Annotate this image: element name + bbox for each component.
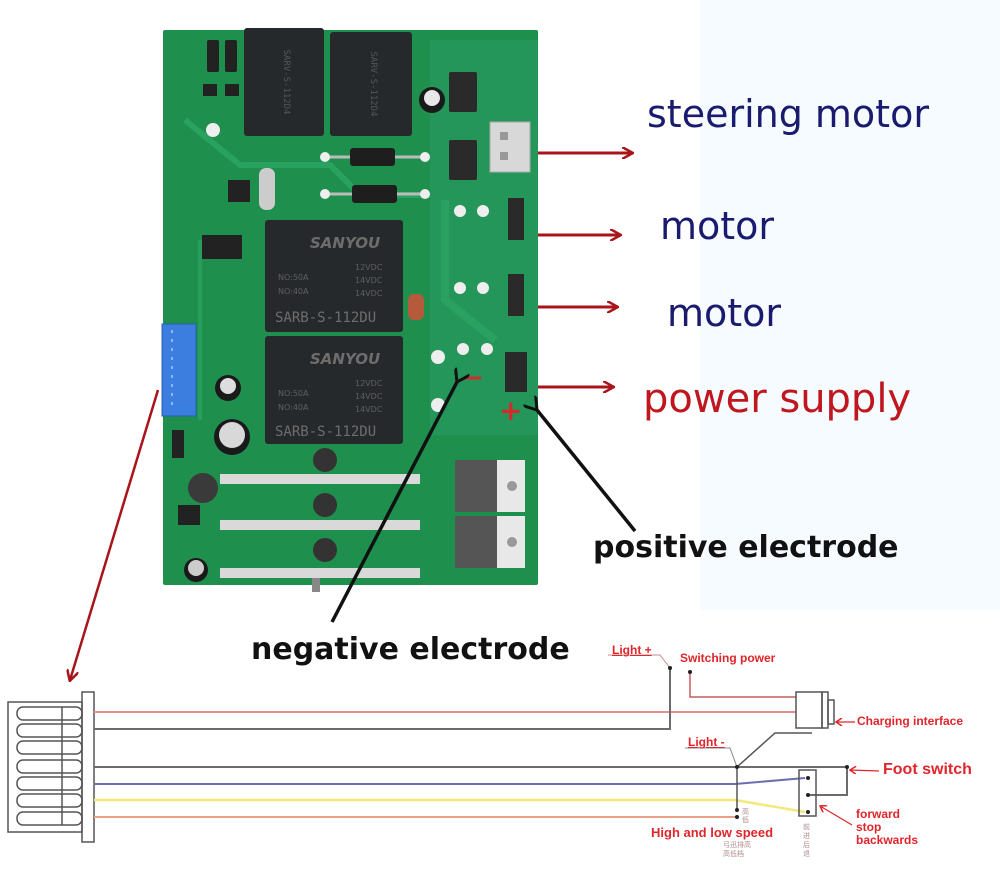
arrow-connector-to-harness xyxy=(70,389,160,680)
label-negative-electrode: negative electrode xyxy=(251,632,570,667)
wire-label-foot-switch: Foot switch xyxy=(883,761,972,778)
large-relay-2-voltage-1: 12VDC xyxy=(355,379,383,388)
large-relay-2: SANYOU NO:50A NO:40A 12VDC 14VDC 14VDC S… xyxy=(265,336,403,444)
background-tint xyxy=(700,0,1000,610)
large-relay-1-voltage-2: 14VDC xyxy=(355,276,383,285)
large-relay-2-voltage-2: 14VDC xyxy=(355,392,383,401)
negative-mark: − xyxy=(462,363,484,393)
large-relay-2-contact-1: NO:50A xyxy=(278,389,309,398)
small-relay-2: SARV-S-112D4 xyxy=(330,32,412,136)
label-motor-2: motor xyxy=(667,291,782,335)
small-relay-1: SARV-S-112D4 xyxy=(244,28,324,136)
wire-label-backwards: backwards xyxy=(856,833,919,847)
smd-components xyxy=(202,40,477,259)
large-relay-1-model: SARB-S-112DU xyxy=(275,310,376,326)
large-relay-1-contact-1: NO:50A xyxy=(278,273,309,282)
arrow-positive-electrode xyxy=(537,410,637,533)
small-relay-1-model: SARV-S-112D4 xyxy=(281,49,291,114)
cn-label-speed-sub: 弓迅排高 高低档 xyxy=(723,841,751,858)
large-relay-1-voltage-3: 14VDC xyxy=(355,289,383,298)
wire-label-charging-interface: Charging interface xyxy=(857,714,964,728)
large-relay-1: SANYOU NO:50A NO:40A 12VDC 14VDC 14VDC S… xyxy=(265,220,403,332)
large-relay-1-brand: SANYOU xyxy=(310,234,380,252)
motor-terminals xyxy=(431,198,527,412)
wires xyxy=(94,654,880,826)
cn-label-direction-pin: 前进后退 xyxy=(803,823,810,858)
large-relay-1-contact-2: NO:40A xyxy=(278,287,309,296)
label-power-supply: power supply xyxy=(643,376,912,422)
film-capacitor xyxy=(408,294,424,320)
left-components xyxy=(172,375,250,582)
steering-motor-connector xyxy=(489,121,531,173)
positive-mark: + xyxy=(499,394,522,427)
wire-label-high-low-speed: High and low speed xyxy=(651,825,774,840)
label-steering-motor: steering motor xyxy=(647,92,929,136)
harness-connector xyxy=(7,691,95,843)
wire-label-forward: forward xyxy=(856,807,901,821)
large-relay-2-voltage-3: 14VDC xyxy=(355,405,383,414)
wire-label-stop: stop xyxy=(856,820,882,834)
label-motor-1: motor xyxy=(660,204,775,248)
mosfets xyxy=(455,460,525,568)
label-positive-electrode: positive electrode xyxy=(593,530,899,565)
wire-junction-dots xyxy=(668,666,849,819)
diodes xyxy=(320,148,430,203)
heatsink-bars xyxy=(220,448,420,592)
wire-label-light-minus: Light - xyxy=(688,735,725,749)
large-relay-2-contact-2: NO:40A xyxy=(278,403,309,412)
wire-label-light-plus: Light + xyxy=(612,643,652,657)
cn-label-speed-pin: 高低 xyxy=(742,808,749,824)
wire-label-switching-power: Switching power xyxy=(680,651,776,665)
arrow-negative-electrode xyxy=(330,382,457,623)
large-relay-2-model: SARB-S-112DU xyxy=(275,424,376,440)
blue-pin-connector xyxy=(161,323,197,417)
large-relay-1-voltage-1: 12VDC xyxy=(355,263,383,272)
small-relay-2-model: SARV-S-112D4 xyxy=(368,51,378,116)
large-relay-2-brand: SANYOU xyxy=(310,350,380,368)
